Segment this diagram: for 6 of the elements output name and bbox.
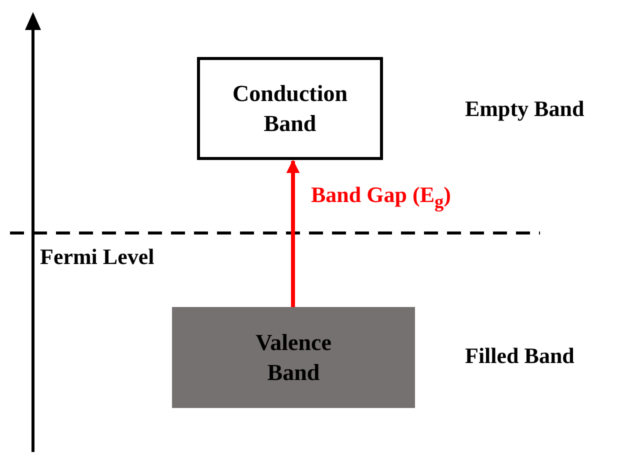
conduction-band-box: Conduction Band xyxy=(197,57,383,160)
band-label: Empty Band xyxy=(465,96,584,122)
valence-band-box: Valence Band xyxy=(172,307,415,408)
band-label: Fermi Level xyxy=(40,244,154,270)
arrow xyxy=(286,160,300,307)
band-label: Filled Band xyxy=(465,343,574,369)
